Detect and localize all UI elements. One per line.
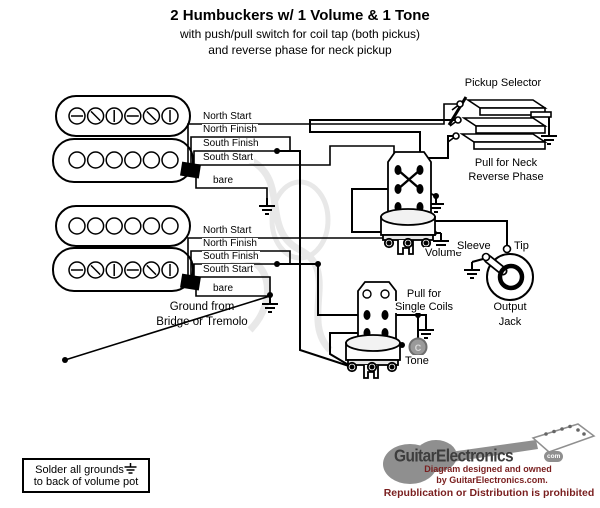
diagram-subtitle-2: and reverse phase for neck pickup xyxy=(208,43,392,57)
brand-badge: com xyxy=(544,451,564,462)
neck-pole-pieces xyxy=(68,107,179,169)
neck-wire-label-north-finish: North Finish xyxy=(202,124,258,135)
footer-logo-art xyxy=(383,423,596,484)
neck-wire-label-bare: bare xyxy=(212,175,235,186)
footer-line-2: by GuitarElectronics.com. xyxy=(436,475,548,485)
footer-line-1: Diagram designed and owned xyxy=(424,464,552,474)
bridge-pickup xyxy=(52,205,201,292)
jack-sleeve-terminal xyxy=(481,252,491,262)
neck-pickup xyxy=(52,95,201,183)
bridge-pole-pieces xyxy=(68,217,179,279)
pickup-selector-switch xyxy=(447,96,552,150)
bridge-wire-label-north-finish: North Finish xyxy=(202,238,258,249)
capacitor-label: C xyxy=(415,343,422,353)
diagram-title: 2 Humbuckers w/ 1 Volume & 1 Tone xyxy=(170,7,430,24)
volume-label: Volume xyxy=(424,247,463,260)
tone-lugs xyxy=(346,361,398,373)
phase-switch-label-1: Pull for Neck xyxy=(473,157,539,170)
jack-label-1: Output xyxy=(492,301,528,314)
bridge-wire-label-south-start: South Start xyxy=(202,264,255,275)
neck-wire-label-south-start: South Start xyxy=(202,152,255,163)
output-jack xyxy=(481,244,534,301)
ground-icon xyxy=(124,463,137,474)
coil-tap-label-1: Pull for xyxy=(405,288,443,301)
bridge-ground-note-1: Ground from xyxy=(169,301,235,313)
jack-tip-label: Tip xyxy=(513,240,530,253)
footer-line-3: Republication or Distribution is prohibi… xyxy=(383,487,595,499)
neck-wire-label-north-start: North Start xyxy=(202,111,253,122)
tone-pot xyxy=(345,334,401,379)
brand-logo-text: GuitarElectronics xyxy=(394,446,514,466)
diagram-subtitle-1: with push/pull switch for coil tap (both… xyxy=(179,27,421,41)
volume-pot xyxy=(380,208,436,255)
tone-label: Tone xyxy=(404,355,430,368)
ground-icon xyxy=(463,261,481,279)
volume-lugs xyxy=(383,237,432,249)
bridge-wire-label-north-start: North Start xyxy=(202,225,253,236)
solder-note-line-1: Solder all grounds xyxy=(35,464,124,476)
coil-tap-label-2: Single Coils xyxy=(393,301,455,314)
selector-terminals xyxy=(447,100,464,143)
bridge-ground-note-2: Bridge or Tremolo xyxy=(156,316,248,328)
phase-switch-label-2: Reverse Phase xyxy=(467,171,545,184)
jack-tip-terminal xyxy=(502,244,512,254)
solder-note-box: Solder all grounds to back of volume pot xyxy=(22,458,150,493)
phase-pushpull-switch xyxy=(387,151,432,216)
jack-label-2: Jack xyxy=(497,316,523,329)
tone-capacitor: C xyxy=(408,337,428,357)
ground-icon xyxy=(417,321,435,339)
neck-wire-label-south-finish: South Finish xyxy=(202,138,260,149)
bridge-wire-label-bare: bare xyxy=(212,283,235,294)
selector-lever xyxy=(447,96,468,126)
pickup-selector-label: Pickup Selector xyxy=(463,77,543,90)
jack-sleeve-label: Sleeve xyxy=(456,240,492,253)
solder-note-line-2: to back of volume pot xyxy=(33,476,139,488)
bridge-wire-label-south-finish: South Finish xyxy=(202,251,260,262)
coil-tap-pushpull-switch xyxy=(357,281,397,342)
